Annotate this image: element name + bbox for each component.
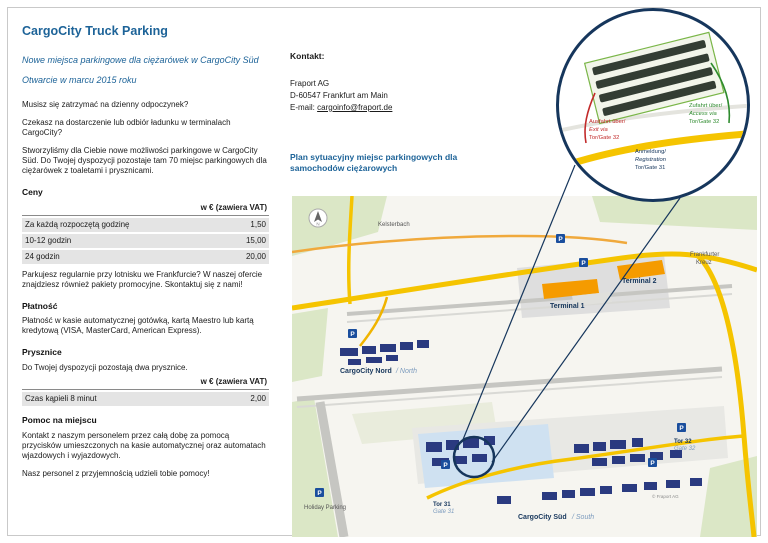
- label-tor-31: Tor 31: [433, 502, 451, 508]
- contact-heading: Kontakt:: [290, 51, 325, 61]
- price-value: 20,00: [245, 251, 266, 261]
- svg-text:P: P: [350, 331, 355, 338]
- parking-icon: P: [648, 458, 657, 467]
- label-gate-32: Gate 32: [674, 446, 696, 452]
- label-exit-2: Exit via: [589, 127, 608, 133]
- exit-route-line: [584, 92, 596, 144]
- label-holiday-parking: Holiday Parking: [304, 505, 346, 511]
- intro-paragraph-1: Musisz się zatrzymać na dzienny odpoczyn…: [22, 100, 189, 109]
- price-value: 15,00: [245, 235, 266, 245]
- cargocity-nord-buildings: [340, 340, 429, 365]
- parking-icon: P: [441, 460, 450, 469]
- label-exit-3: Tor/Gate 32: [589, 135, 619, 141]
- svg-text:P: P: [317, 490, 322, 497]
- map-caption: Plan sytuacyjny miejsc parkingowych dla …: [290, 152, 458, 174]
- subtitle-line2: Otwarcie w marcu 2015 roku: [22, 75, 137, 86]
- parking-detail-inset: Zufahrt über/ Access via Tor/Gate 32 Aus…: [556, 8, 750, 202]
- email-label: E-mail:: [290, 102, 318, 112]
- label-access-1: Zufahrt über/: [689, 103, 723, 109]
- svg-text:P: P: [679, 425, 684, 432]
- parking-icon: P: [348, 329, 357, 338]
- prices-note: Parkujesz regularnie przy lotnisku we Fr…: [22, 269, 263, 289]
- svg-text:P: P: [558, 236, 563, 243]
- price-value: 1,50: [250, 219, 266, 229]
- airport-map: N P P P P P P P Kelsterbach Terminal 2 T…: [291, 195, 758, 538]
- table-row: Za każdą rozpoczętą godzinę 1,50: [22, 217, 269, 232]
- showers-heading: Prysznice: [22, 347, 62, 358]
- price-label: Za każdą rozpoczętą godzinę: [25, 219, 130, 229]
- label-frankfurter-kreuz-2: Kreuz: [696, 260, 712, 266]
- label-registration-1: Anmeldung/: [635, 149, 666, 155]
- parking-icon: P: [677, 423, 686, 432]
- intro-paragraph-3: Stworzyliśmy dla Ciebie nowe możliwości …: [22, 146, 267, 175]
- price-table-header: w € (zawiera VAT): [22, 203, 269, 216]
- label-terminal-2: Terminal 2: [622, 278, 657, 285]
- svg-text:P: P: [581, 260, 586, 267]
- map-background: [292, 196, 757, 537]
- label-access-2: Access via: [688, 111, 717, 117]
- page-title: CargoCity Truck Parking: [22, 24, 168, 38]
- label-kelsterbach: Kelsterbach: [378, 222, 410, 228]
- parking-icon: P: [556, 234, 565, 243]
- shower-table: w € (zawiera VAT) Czas kąpieli 8 minut 2…: [22, 377, 269, 406]
- contact-address: D-60547 Frankfurt am Main: [290, 90, 388, 100]
- label-cargocity-nord-en: / North: [395, 368, 417, 375]
- email-link[interactable]: cargoinfo@fraport.de: [317, 102, 393, 112]
- shower-table-header: w € (zawiera VAT): [22, 377, 269, 390]
- parking-icon: P: [315, 488, 324, 497]
- price-table: w € (zawiera VAT) Za każdą rozpoczętą go…: [22, 203, 269, 264]
- contact-email-row: E-mail: cargoinfo@fraport.de: [290, 102, 520, 114]
- label-gate-31: Gate 31: [433, 509, 454, 515]
- price-label: 24 godzin: [25, 251, 60, 261]
- access-route-line: [710, 62, 731, 124]
- label-cargocity-nord: CargoCity Nord: [340, 368, 392, 375]
- contact-company: Fraport AG: [290, 78, 330, 88]
- payment-text: Płatność w kasie automatycznej gotówką, …: [22, 316, 254, 336]
- map-copyright: © Fraport AG: [652, 493, 679, 499]
- label-cargocity-sued: CargoCity Süd: [518, 514, 567, 521]
- label-registration-3: Tor/Gate 31: [635, 165, 665, 171]
- airport-map-svg: N P P P P P P P Kelsterbach Terminal 2 T…: [291, 195, 758, 538]
- label-frankfurter-kreuz-1: Frankfurter: [690, 252, 719, 258]
- contact-block: Kontakt: Fraport AG D-60547 Frankfurt am…: [290, 50, 520, 114]
- truck-parking-lot: [583, 31, 725, 125]
- table-row: 10-12 godzin 15,00: [22, 233, 269, 248]
- svg-text:N: N: [316, 222, 319, 227]
- help-heading: Pomoc na miejscu: [22, 414, 97, 425]
- showers-text: Do Twojej dyspozycji pozostają dwa prysz…: [22, 362, 188, 372]
- label-cargocity-sued-en: / South: [571, 514, 594, 521]
- inset-road-gray: [559, 103, 747, 133]
- inset-labels: Zufahrt über/ Access via Tor/Gate 32 Aus…: [589, 103, 723, 171]
- payment-heading: Płatność: [22, 300, 58, 311]
- label-registration-2: Registration: [635, 157, 666, 163]
- table-row: Czas kąpieli 8 minut 2,00: [22, 391, 269, 406]
- svg-text:P: P: [650, 460, 655, 467]
- table-row: 24 godzin 20,00: [22, 249, 269, 264]
- label-tor-32: Tor 32: [674, 439, 692, 445]
- left-column: CargoCity Truck Parking Nowe miejsca par…: [22, 24, 269, 487]
- subtitle-line1: Nowe miejsca parkingowe dla ciężarówek w…: [22, 54, 259, 65]
- intro-paragraph-2: Czekasz na dostarczenie lub odbiór ładun…: [22, 118, 231, 137]
- parking-detail-svg: Zufahrt über/ Access via Tor/Gate 32 Aus…: [559, 31, 747, 172]
- price-label: 10-12 godzin: [25, 235, 72, 245]
- label-exit-1: Ausfahrt über/: [589, 119, 626, 125]
- svg-text:P: P: [443, 462, 448, 469]
- help-text-1: Kontakt z naszym personelem przez całą d…: [22, 430, 266, 460]
- shower-label: Czas kąpieli 8 minut: [25, 393, 97, 403]
- prices-heading: Ceny: [22, 187, 43, 197]
- help-text-2: Nasz personel z przyjemnością udzieli to…: [22, 468, 210, 478]
- label-terminal-1: Terminal 1: [550, 303, 585, 310]
- shower-value: 2,00: [250, 393, 266, 403]
- compass-north-icon: N: [308, 208, 328, 228]
- parking-icon: P: [579, 258, 588, 267]
- label-access-3: Tor/Gate 32: [689, 119, 719, 125]
